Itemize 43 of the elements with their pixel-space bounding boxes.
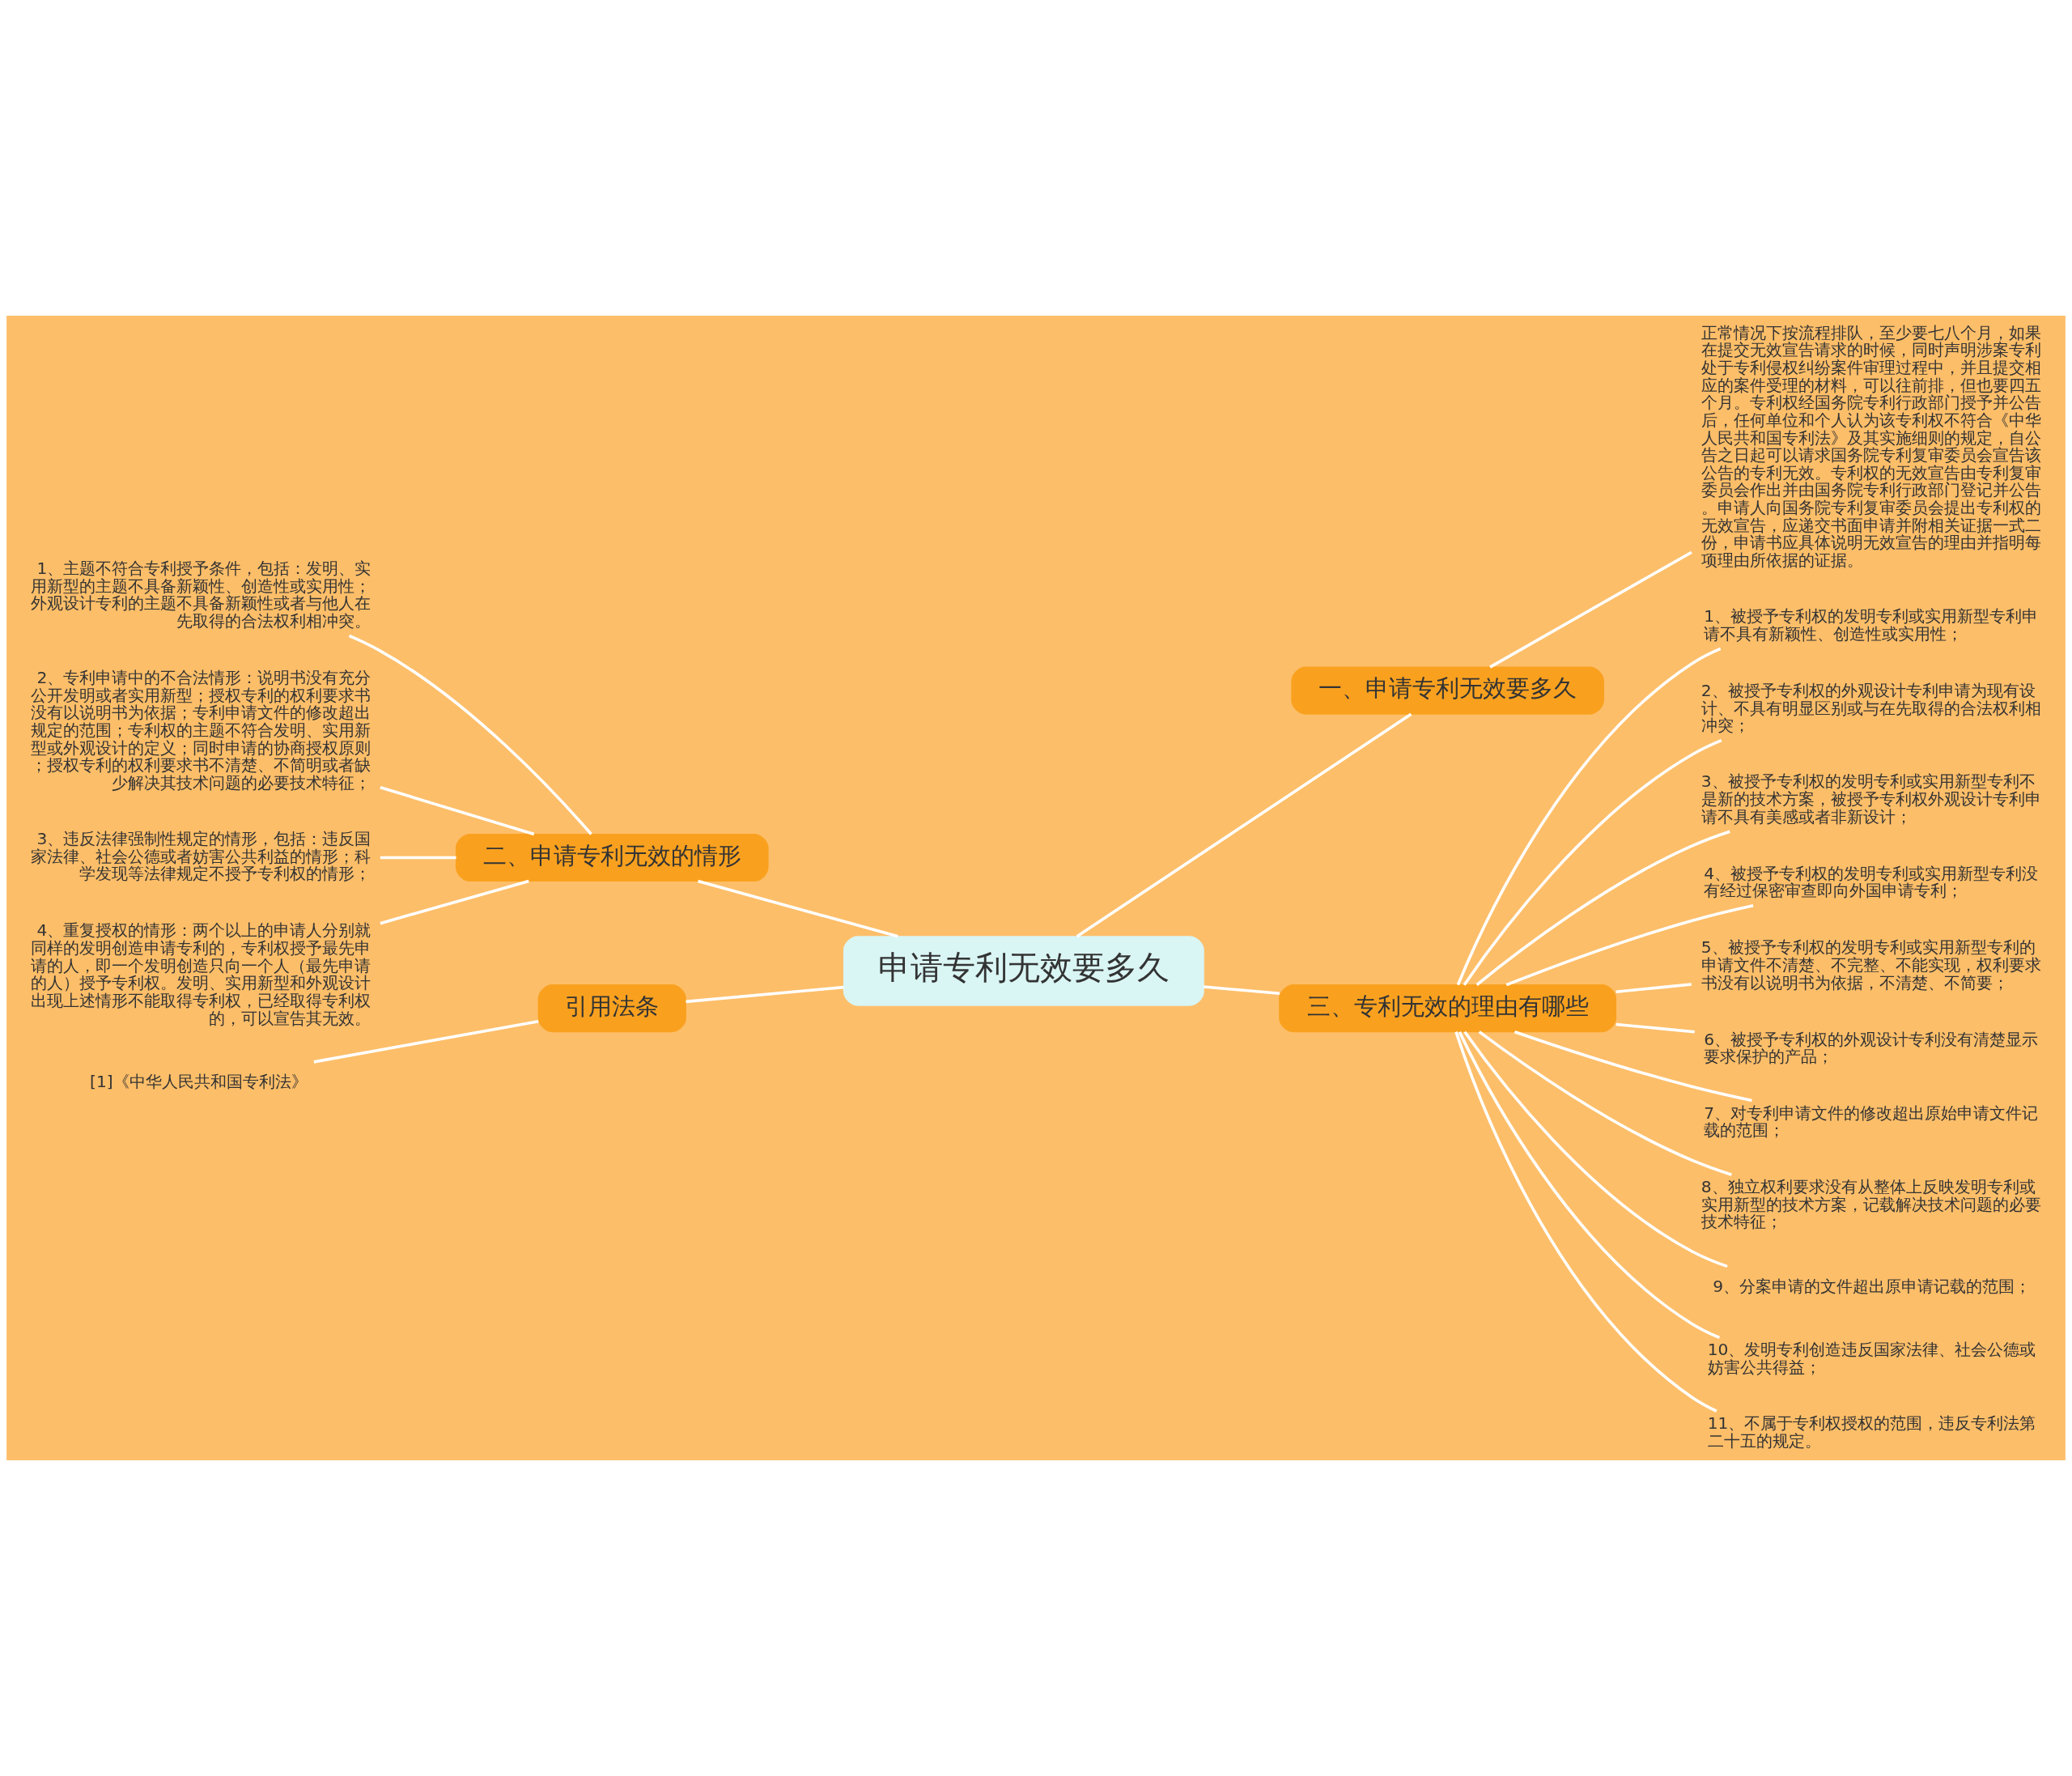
connector bbox=[348, 634, 592, 835]
connector bbox=[1463, 1030, 1728, 1268]
connector bbox=[313, 1020, 539, 1064]
node-box: 引用法条 bbox=[537, 984, 686, 1033]
node-text: 4、重复授权的情形：两个以上的申请人分别就同样的发明创造申请专利的，专利权授予最先申请的人，即一个发明创造只向一个人（最先申请的人）授予专利权。发明、实用新型和外观设计出现上述情形不能取得专利权，已经取得专利权的，可以宣告其无效。 bbox=[31, 920, 372, 1028]
connector bbox=[1616, 983, 1692, 994]
connector bbox=[1489, 550, 1692, 669]
connector bbox=[1478, 1030, 1732, 1176]
node-text: 5、被授予专利权的发明专利或实用新型专利的申请文件不清楚、不完整、不能实现，权利要求书没有以说明书为依据，不清楚、不简要； bbox=[1700, 937, 2041, 992]
node-text: 1、主题不符合专利授予条件，包括：发明、实用新型的主题不具备新颖性、创造性或实用性；外观设计专利的主题不具备新颖性或者与他人在先取得的合法权利相冲突。 bbox=[31, 559, 372, 631]
node-text: 2、被授予专利权的外观设计专利申请为现有设计、不具有明显区别或与在先取得的合法权利相冲突； bbox=[1700, 680, 2041, 736]
node-box: 申请专利无效要多久 bbox=[843, 936, 1204, 1006]
connector bbox=[1514, 1030, 1752, 1103]
connector bbox=[380, 785, 535, 836]
node-text: 7、对专利申请文件的修改超出原始申请文件记载的范围； bbox=[1704, 1103, 2039, 1141]
connector bbox=[1463, 739, 1722, 986]
connector bbox=[698, 879, 898, 938]
node-box: 一、申请专利无效要多久 bbox=[1291, 666, 1604, 715]
connector bbox=[1616, 1022, 1695, 1034]
node-text: 正常情况下按流程排队，至少要七八个月，如果在提交无效宣告请求的时候，同时声明涉案专利处于专利侵权纠纷案件审理过程中，并且提交相应的案件受理的材料，可以往前排，但也要四五个月。专利权经国务院专利行政部门授予并公告后，任何单位和个人认为该专利权不符合《中华人民共和国专利法》及其实施细则的规定，自公告之日起可以请求国务院专利复审委员会宣告该公告的专利无效。专利权的无效宣告由专利复审委员会作出并由国务院专利行政部门登记并公告。申请人向国务院专利复审委员会提出专利权的无效宣告，应递交书面申请并附相关证据一式二份，申请书应具体说明无效宣告的理由并指明每项理由所依据的证据。 bbox=[1700, 322, 2041, 571]
node-text: 3、被授予专利权的发明专利或实用新型专利不是新的技术方案，被授予专利权外观设计专利申请不具有美感或者非新设计； bbox=[1700, 771, 2041, 826]
connector bbox=[1475, 830, 1730, 986]
connector bbox=[1076, 712, 1412, 938]
connector bbox=[380, 856, 456, 860]
node-text: [1]《中华人民共和国专利法》 bbox=[90, 1072, 308, 1092]
node-text: 8、独立权利要求没有从整体上反映发明专利或实用新型的技术方案，记载解决技术问题的必要技术特征； bbox=[1700, 1177, 2041, 1232]
node-text: 10、发明专利创造违反国家法律、社会公德或妨害公共得益； bbox=[1707, 1340, 2036, 1378]
connector bbox=[1458, 1031, 1721, 1340]
connector bbox=[1204, 985, 1280, 996]
node-text: 1、被授予专利权的发明专利或实用新型专利申请不具有新颖性、创造性或实用性； bbox=[1704, 606, 2039, 644]
node-text: 11、不属于专利权授权的范围，违反专利法第二十五的规定。 bbox=[1707, 1413, 2036, 1451]
connector bbox=[1505, 903, 1754, 987]
node-box: 三、专利无效的理由有哪些 bbox=[1279, 984, 1617, 1033]
connector bbox=[686, 985, 844, 1004]
node-text: 9、分案申请的文件超出原申请记载的范围； bbox=[1713, 1276, 2031, 1296]
node-text: 2、专利申请中的不合法情形：说明书没有充分公开发明或者实用新型；授权专利的权利要求书没有以说明书为依据；专利申请文件的修改超出规定的范围；专利权的主题不符合发明、实用新型或外观设计的定义；同时申请的协商授权原则；授权专利的权利要求书不清楚、不简明或者缺少解决其技术问题的必要技术特征； bbox=[31, 668, 372, 792]
connector bbox=[380, 879, 529, 925]
connector bbox=[1454, 1031, 1717, 1413]
node-text: 6、被授予专利权的外观设计专利没有清楚显示要求保护的产品； bbox=[1704, 1029, 2039, 1067]
node-text: 3、违反法律强制性规定的情形，包括：违反国家法律、社会公德或者妨害公共利益的情形；科学发现等法律规定不授予专利权的情形； bbox=[31, 829, 372, 884]
node-text: 4、被授予专利权的发明专利或实用新型专利没有经过保密审查即向外国申请专利； bbox=[1704, 863, 2039, 901]
node-box: 二、申请专利无效的情形 bbox=[455, 833, 769, 882]
connector bbox=[1456, 647, 1722, 986]
